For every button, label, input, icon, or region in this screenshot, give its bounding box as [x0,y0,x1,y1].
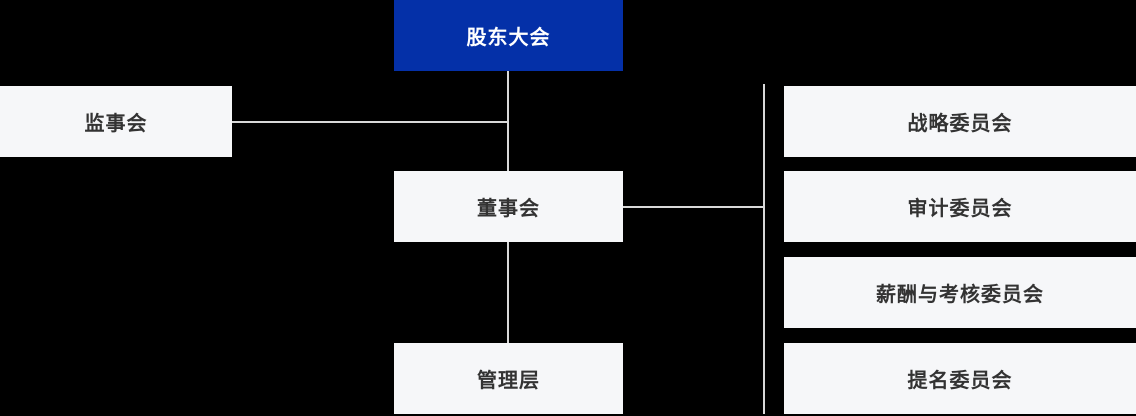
node-nomination-committee: 提名委员会 [784,343,1136,414]
node-board-of-directors: 董事会 [394,171,623,242]
node-supervisory-board: 监事会 [0,86,232,157]
connector-committee-rail [763,84,765,414]
node-audit-committee: 审计委员会 [784,171,1136,242]
node-shareholders-meeting: 股东大会 [394,0,623,71]
connector-supervisory-to-trunk [232,121,509,123]
connector-board-to-committee-rail [623,206,765,208]
node-strategy-committee: 战略委员会 [784,86,1136,157]
node-compensation-assessment-committee: 薪酬与考核委员会 [784,257,1136,328]
node-management: 管理层 [394,343,623,414]
connector-board-to-management [507,242,509,343]
